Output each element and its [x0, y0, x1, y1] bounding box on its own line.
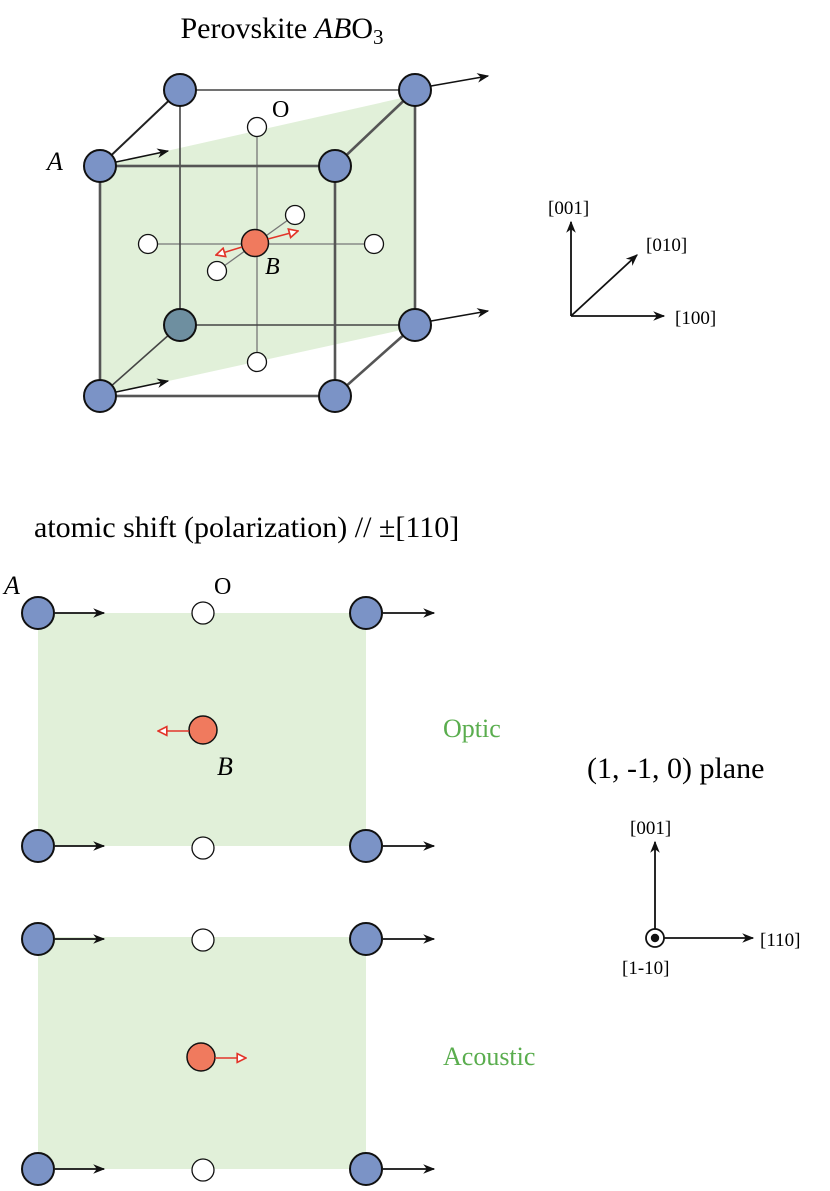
- axes-bottom: [650, 840, 755, 943]
- axis-top-010: [010]: [646, 235, 687, 256]
- mode-label-optic: Optic: [443, 714, 501, 743]
- label-o-bottom: O: [214, 574, 231, 600]
- b-shift-arrows: [216, 231, 298, 255]
- label-a-bottom: A: [2, 571, 20, 600]
- plane-label: (1, -1, 0) plane: [587, 752, 764, 785]
- b-site-atom-acoustic: [186, 1042, 216, 1072]
- b-site-atom-optic: [188, 715, 218, 745]
- a-shift-arrows: [115, 73, 490, 393]
- axis-top-100: [100]: [675, 308, 716, 329]
- a-shift-arrows-bottom: [55, 608, 436, 1174]
- cube-back-edges: [99, 89, 415, 397]
- label-a-top: A: [45, 147, 63, 176]
- a-site-atoms: [83, 73, 432, 413]
- axis-bottom-110: [110]: [760, 930, 800, 951]
- cube-edge-top-left: [99, 89, 181, 167]
- axes-top: [566, 220, 666, 321]
- oxygen-atoms-bottom: [191, 601, 215, 1182]
- label-o-top: O: [272, 97, 289, 123]
- axis-top-001: [001]: [548, 198, 589, 219]
- mode-label-acoustic: Acoustic: [443, 1042, 535, 1071]
- cube-front-edges: [98, 89, 417, 398]
- polarization-caption: atomic shift (polarization) // ±[110]: [34, 511, 459, 544]
- b-site-atom: [240, 228, 270, 258]
- out-of-plane-dot-icon: [650, 933, 660, 943]
- label-b-top: B: [265, 254, 280, 280]
- axis-bottom-1-10: [1-10]: [622, 958, 669, 979]
- label-b-bottom: B: [217, 752, 233, 781]
- a-site-atoms-bottom: [21, 596, 383, 1186]
- oxygen-atoms: [137, 116, 385, 373]
- diagram-title: Perovskite ABO3: [181, 12, 384, 49]
- axis-bottom-001: [001]: [630, 818, 671, 839]
